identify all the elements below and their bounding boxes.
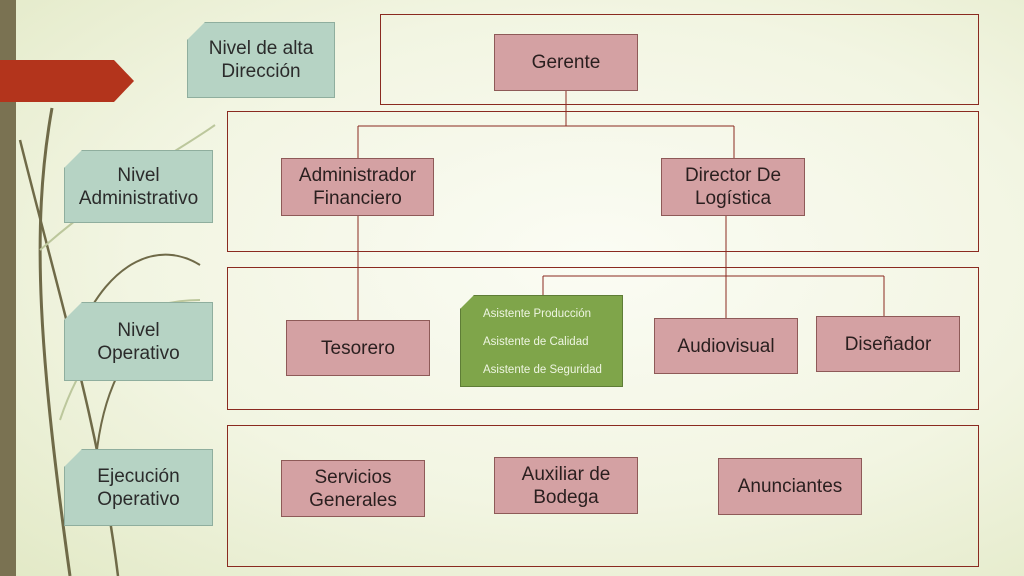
level-frame-alta-direccion (380, 14, 979, 105)
node-administrador-financiero: Administrador Financiero (281, 158, 434, 216)
left-accent-bar (0, 0, 16, 576)
node-disenador: Diseñador (816, 316, 960, 372)
node-director-logistica: Director De Logística (661, 158, 805, 216)
node-audiovisual: Audiovisual (654, 318, 798, 374)
node-tesorero: Tesorero (286, 320, 430, 376)
level-label-alta-direccion: Nivel de alta Dirección (187, 22, 335, 98)
level-frame-ejecucion (227, 425, 979, 567)
node-auxiliar-bodega: Auxiliar de Bodega (494, 457, 638, 514)
level-label-operativo: Nivel Operativo (64, 302, 213, 381)
node-gerente: Gerente (494, 34, 638, 91)
asistente-item: Asistente Producción (483, 308, 592, 320)
asistente-item: Asistente de Seguridad (483, 364, 602, 376)
node-servicios-generales: Servicios Generales (281, 460, 425, 517)
level-frame-administrativo (227, 111, 979, 252)
asistente-item: Asistente de Calidad (483, 336, 589, 348)
level-label-administrativo: Nivel Administrativo (64, 150, 213, 223)
node-anunciantes: Anunciantes (718, 458, 862, 515)
level-label-ejecucion: Ejecución Operativo (64, 449, 213, 526)
red-arrow-marker (0, 60, 134, 102)
level-frame-operativo (227, 267, 979, 410)
node-asistentes: Asistente Producción Asistente de Calida… (460, 295, 623, 387)
